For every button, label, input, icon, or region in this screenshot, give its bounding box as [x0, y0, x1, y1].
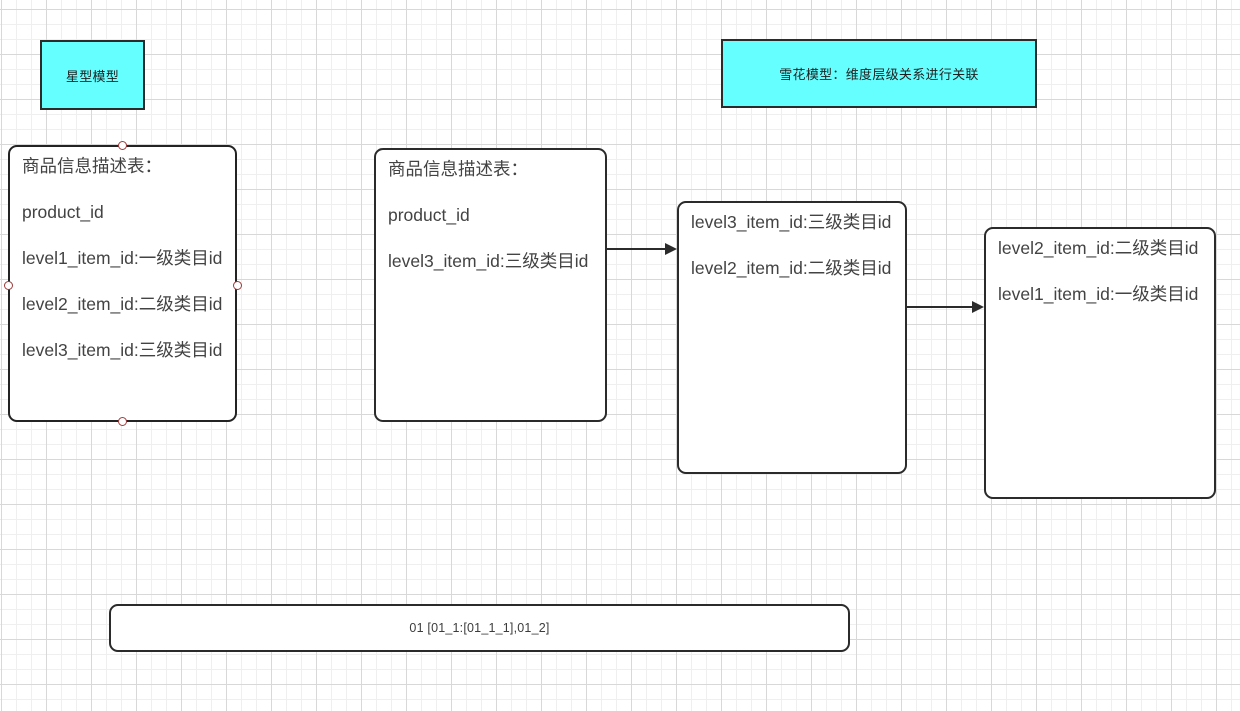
resize-handle-top[interactable] [117, 140, 127, 150]
legend-box-star-schema[interactable]: 星型模型 [40, 40, 145, 110]
entity-box-field: level3_item_id:三级类目id [388, 251, 589, 271]
legend-box-snowflake-schema[interactable]: 雪花模型：维度层级关系进行关联 [721, 39, 1037, 108]
entity-box-title: 商品信息描述表： [388, 159, 528, 179]
connector-arrow-icon [607, 243, 677, 255]
entity-box-field: product_id [22, 202, 104, 222]
entity-box-field-list: level2_item_id:二级类目id level1_item_id:一级类目… [998, 237, 1208, 306]
legend-box-label: 星型模型 [65, 68, 120, 84]
footer-bar-hierarchy-notation[interactable]: 01 [01_1:[01_1_1],01_2] [109, 604, 850, 652]
field-spacer [22, 316, 229, 339]
connector-product-to-level3[interactable] [593, 235, 691, 263]
legend-box-label: 雪花模型：维度层级关系进行关联 [779, 67, 979, 82]
entity-box-field: level3_item_id:三级类目id [22, 340, 223, 360]
entity-box-field: product_id [388, 205, 470, 225]
field-spacer [22, 224, 229, 247]
field-spacer [388, 227, 599, 250]
resize-handle-left[interactable] [3, 280, 13, 290]
entity-box-field: level1_item_id:一级类目id [22, 248, 223, 268]
entity-box-snowflake-product-table[interactable]: 商品信息描述表： product_id level3_item_id:三级类目id [374, 148, 607, 422]
connector-level3-to-level2[interactable] [893, 293, 998, 321]
entity-box-level3-dim-table[interactable]: level3_item_id:三级类目id level2_item_id:二级类目… [677, 201, 907, 474]
field-spacer [998, 260, 1208, 283]
entity-box-title: level3_item_id:三级类目id [691, 212, 892, 232]
footer-bar-label: 01 [01_1:[01_1_1],01_2] [409, 621, 550, 635]
entity-box-title: level2_item_id:二级类目id [998, 238, 1199, 258]
field-spacer [22, 178, 229, 201]
entity-box-field: level2_item_id:二级类目id [691, 258, 892, 278]
entity-box-level2-dim-table[interactable]: level2_item_id:二级类目id level1_item_id:一级类目… [984, 227, 1216, 499]
connector-arrow-icon [907, 301, 984, 313]
field-spacer [691, 234, 899, 257]
entity-box-field: level2_item_id:二级类目id [22, 294, 223, 314]
entity-box-field: level1_item_id:一级类目id [998, 284, 1199, 304]
entity-box-field-list: level3_item_id:三级类目id level2_item_id:二级类目… [691, 211, 899, 280]
field-spacer [388, 181, 599, 204]
entity-box-title: 商品信息描述表： [22, 156, 162, 176]
resize-handle-right[interactable] [232, 280, 242, 290]
resize-handle-bottom[interactable] [117, 416, 127, 426]
entity-box-field-list: 商品信息描述表： product_id level3_item_id:三级类目id [388, 158, 599, 273]
field-spacer [22, 270, 229, 293]
